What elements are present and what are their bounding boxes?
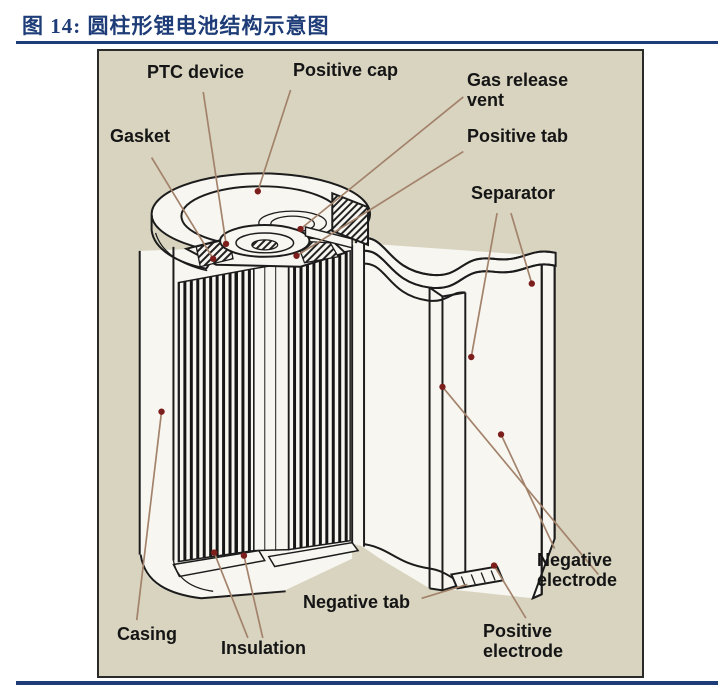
battery-cutaway-drawing bbox=[135, 89, 599, 639]
battery-diagram-panel bbox=[97, 49, 644, 678]
bottom-rule bbox=[16, 681, 718, 685]
label-insulation: Insulation bbox=[221, 638, 306, 658]
label-casing: Casing bbox=[117, 624, 178, 644]
label-negative-electrode: Negative electrode bbox=[537, 550, 618, 590]
label-positive-tab: Positive tab bbox=[467, 126, 569, 146]
label-positive-cap: Positive cap bbox=[293, 60, 399, 80]
title-rule bbox=[16, 41, 718, 44]
label-negative-tab: Negative tab bbox=[303, 592, 411, 612]
figure-title: 图 14: 圆柱形锂电池结构示意图 bbox=[22, 14, 330, 38]
marker-dots bbox=[158, 188, 535, 569]
label-gas-release-vent: Gas release vent bbox=[467, 70, 569, 110]
leader-lines bbox=[135, 89, 599, 639]
cell-body bbox=[138, 242, 366, 600]
label-positive-electrode: Positive electrode bbox=[483, 621, 564, 661]
label-separator: Separator bbox=[471, 183, 556, 203]
unrolled-sheets bbox=[355, 236, 557, 601]
cap-assembly bbox=[150, 172, 371, 272]
label-ptc-device: PTC device bbox=[147, 62, 245, 82]
label-gasket: Gasket bbox=[110, 126, 171, 146]
